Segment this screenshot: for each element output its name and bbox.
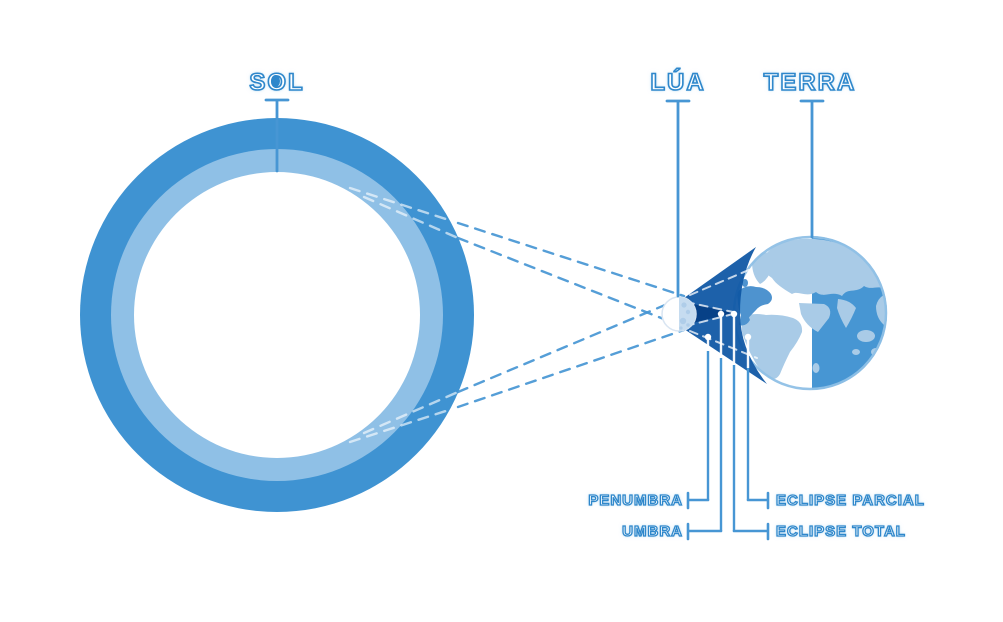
umbra-label: UMBRA [622,522,683,540]
penumbra-cone [684,247,767,384]
callout-connectors [686,491,770,541]
sun [80,118,474,512]
moon-label: LÚA [650,68,706,97]
umbra-point-dot [717,310,725,318]
sol-letter-o-fill [271,75,280,87]
tangent-rays [456,221,686,409]
earth [732,235,888,391]
sun-core [134,172,420,458]
moon-craters [679,302,691,330]
moon [661,296,697,332]
umbra-edge-dashes [685,268,758,359]
partial-eclipse-point-dot [744,333,752,341]
sun-pointer-line [264,98,290,173]
penumbra-point-dot [704,333,712,341]
umbra-cone [684,302,734,325]
top-pointer-lines [264,98,825,298]
moon-pointer-line [665,99,691,298]
partial-eclipse-label: ECLIPSE PARCIAL [775,491,925,509]
penumbra-label: PENUMBRA [588,491,683,509]
tangent-rays-over-sun [348,186,460,444]
drop-lines [706,317,750,531]
earth-pointer-line [799,99,825,239]
total-eclipse-point-dot [730,310,738,318]
earth-label: TERRA [763,68,857,97]
total-eclipse-label: ECLIPSE TOTAL [775,522,906,540]
